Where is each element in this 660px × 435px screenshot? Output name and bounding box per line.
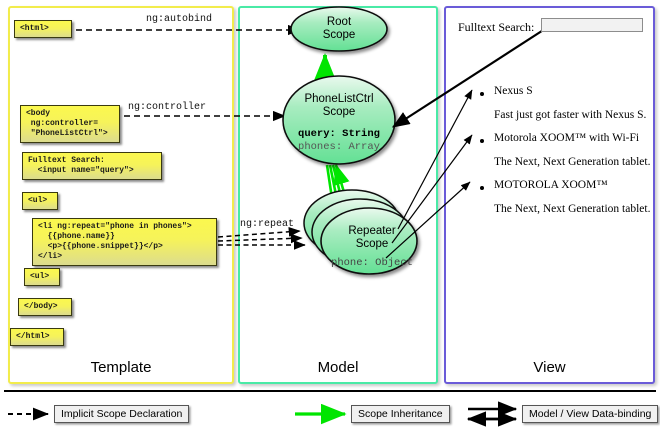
legend-divider bbox=[4, 390, 656, 392]
view-content: Fulltext Search: Nexus S Fast just got f… bbox=[444, 6, 655, 384]
view-item-name: Nexus S bbox=[494, 85, 533, 97]
connector-label-controller: ng:controller bbox=[128, 102, 207, 113]
code-box-ul-close[interactable]: <ul> bbox=[24, 268, 60, 286]
code-box-body-open[interactable]: <body ng:controller= "PhoneListCtrl"> bbox=[20, 105, 120, 143]
legend-item-model-view-data-binding: Model / View Data-binding bbox=[522, 405, 659, 423]
connector-label-repeat: ng:repeat bbox=[240, 219, 295, 230]
panel-template-label: Template bbox=[90, 359, 152, 376]
legend: Implicit Scope Declaration Scope Inherit… bbox=[0, 392, 660, 435]
panel-model-label: Model bbox=[317, 359, 359, 376]
connector-label-autobind: ng:autobind bbox=[146, 14, 213, 25]
view-search-input[interactable] bbox=[541, 18, 643, 32]
panel-model: Model bbox=[238, 6, 438, 384]
code-box-li-repeat[interactable]: <li ng:repeat="phone in phones"> {{phone… bbox=[32, 218, 217, 266]
code-box-body-close[interactable]: </body> bbox=[18, 298, 72, 316]
legend-item-implicit-scope-declaration: Implicit Scope Declaration bbox=[54, 405, 190, 423]
view-list-bullet bbox=[480, 92, 484, 96]
view-item-snippet: The Next, Next Generation tablet. bbox=[494, 203, 651, 215]
legend-item-scope-inheritance: Scope Inheritance bbox=[351, 405, 450, 423]
code-box-search-input[interactable]: Fulltext Search: <input name="query"> bbox=[22, 152, 162, 180]
view-search-label: Fulltext Search: bbox=[458, 20, 535, 34]
view-item-snippet: Fast just got faster with Nexus S. bbox=[494, 109, 647, 121]
panel-view-label: View bbox=[533, 359, 566, 376]
code-box-ul-open[interactable]: <ul> bbox=[22, 192, 58, 210]
view-item-name: MOTOROLA XOOM™ bbox=[494, 179, 608, 191]
view-item-name: Motorola XOOM™ with Wi-Fi bbox=[494, 132, 640, 144]
view-list-bullet bbox=[480, 139, 484, 143]
code-box-html-close[interactable]: </html> bbox=[10, 328, 64, 346]
code-box-html-open[interactable]: <html> bbox=[14, 20, 72, 38]
view-list-bullet bbox=[480, 186, 484, 190]
view-item-snippet: The Next, Next Generation tablet. bbox=[494, 156, 651, 168]
